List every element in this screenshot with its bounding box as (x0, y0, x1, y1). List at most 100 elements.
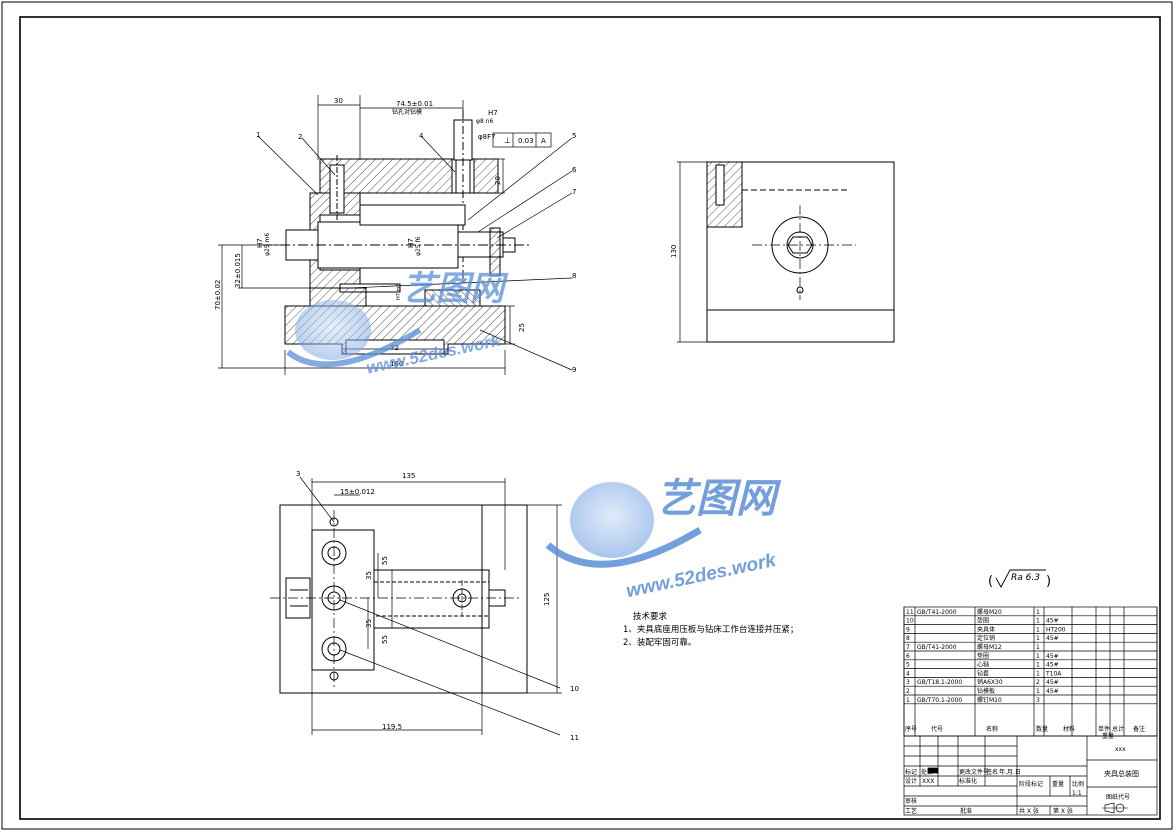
tolerance-value: 0.03 (518, 137, 534, 145)
dim-plan-spacing-2: 35 (365, 571, 373, 580)
tolerance-datum: A (541, 137, 546, 145)
bom-cell-material: HT200 (1046, 626, 1066, 633)
bom-header-0: 序号 (905, 725, 917, 733)
dim-plan-length: 135 (402, 472, 415, 480)
bom-cell-qty: 1 (1036, 653, 1040, 660)
callout-9: 9 (572, 366, 576, 374)
callout-2: 2 (298, 133, 302, 141)
bom-cell-no: 9 (906, 626, 910, 633)
tb-count: 处数 (921, 768, 933, 776)
plan-dim-labels: 135 15±0.012 55 35 35 55 125 119.5 3 10 … (296, 470, 579, 742)
dim-height-1: 32±0.015 (234, 253, 242, 288)
callout-6: 6 (572, 166, 577, 174)
roughness-value: Ra 6.3 (1011, 573, 1040, 583)
bom-cell-name: 心轴 (977, 661, 989, 669)
plan-view (270, 504, 528, 694)
bom-cell-no: 2 (906, 688, 910, 695)
tb-date: 年.月.日 (999, 768, 1021, 776)
callout-11: 11 (570, 734, 579, 742)
bom-cell-name: 钻套 (977, 669, 989, 677)
callout-4: 4 (419, 132, 424, 140)
title-block (903, 735, 1158, 816)
bom-cell-name: 螺钉M10 (977, 696, 1002, 704)
dim-plan-spacing-1: 55 (381, 556, 389, 565)
front-section-view (262, 110, 530, 355)
title-block-text: xxx 夹具总装图 图纸代号 标记 处数 更改文件号 签名 年.月.日 设计 X… (905, 746, 1139, 815)
bom-cell-no: 11 (906, 609, 914, 616)
tb-sheets-total: 共 X 张 (1019, 807, 1039, 815)
bom-cell-name: 销A6X30 (977, 678, 1003, 686)
dim-left-fit: H7 (256, 238, 264, 248)
tb-standardize: 标准化 (959, 777, 977, 785)
dim-top-span: 74.5±0.01 (396, 100, 433, 108)
tb-signature: 签名 (986, 768, 998, 776)
tb-scale-value: 1:1 (1072, 790, 1082, 797)
bom-header-7: 备注 (1133, 725, 1145, 733)
surface-roughness: ( Ra 6.3 ) (988, 569, 1051, 589)
callout-5: 5 (572, 132, 576, 140)
fit-top: H7 (488, 109, 498, 117)
bom-cell-material: 45# (1046, 688, 1059, 695)
bom-cell-name: 钻模板 (977, 687, 995, 695)
dim-left-sub: φ25 m6 (264, 233, 271, 256)
tb-process: 工艺 (905, 807, 917, 815)
dim-top-span-note: 钻孔对钻模 (392, 108, 422, 116)
bom-cell-qty: 1 (1036, 626, 1040, 633)
dim-plan-spacing-4: 55 (381, 635, 389, 644)
bom-cell-no: 10 (906, 618, 914, 625)
tech-title: 技术要求 (633, 611, 668, 622)
bom-cell-no: 4 (906, 670, 910, 677)
bom-cell-material: 45# (1046, 679, 1059, 686)
callout-7: 7 (572, 188, 576, 196)
dim-top-left: 30 (334, 97, 343, 105)
callout-3: 3 (296, 470, 300, 478)
tb-review: 审核 (905, 797, 917, 805)
fit-right: φ8F7 (478, 133, 496, 141)
watermark-brand-2: 艺图网 (656, 477, 782, 521)
tb-sheet-no: 第 X 张 (1053, 807, 1073, 815)
bom-header-1: 代号 (931, 725, 943, 733)
tb-approve: 批准 (960, 807, 972, 815)
dim-center-fit: H7 (407, 238, 415, 248)
tb-weight: 重量 (1052, 780, 1064, 788)
bom-cell-no: 3 (906, 679, 910, 686)
bom-cell-material: 45# (1046, 618, 1059, 625)
bom-cell-name: 夹具体 (977, 625, 995, 633)
watermark-brand-1: 艺图网 (402, 270, 509, 308)
callout-1: 1 (256, 131, 260, 139)
bom-cell-material: 45# (1046, 662, 1059, 669)
dim-side-height: 20 (494, 176, 502, 185)
dim-base-length: 180 (390, 360, 403, 368)
tb-mark: 标记 (905, 768, 917, 776)
tb-stage-mark: 阶段标记 (1019, 780, 1043, 788)
bom-header-4: 材料 (1063, 725, 1075, 733)
bom-cell-qty: 2 (1036, 679, 1040, 686)
bom-cell-code: GB/T18.1-2000 (917, 679, 962, 686)
dim-small-fit: H7 m6 (396, 283, 402, 300)
bom-cell-qty: 1 (1036, 609, 1040, 616)
perp-symbol: ⊥ (504, 136, 511, 145)
callout-8: 8 (572, 272, 576, 280)
dim-slot-width: 72 (390, 344, 399, 352)
callout-10: 10 (570, 685, 579, 693)
fit-top-sub: φ8 n6 (476, 118, 493, 125)
side-view (677, 161, 895, 343)
bom-cell-name: 螺母M20 (977, 608, 1002, 616)
bom-cell-code: GB/T41-2000 (917, 644, 957, 651)
svg-text:(: ( (988, 574, 993, 589)
bom-header-5: 单件 (1098, 725, 1110, 733)
plan-dimensions (299, 476, 562, 736)
bom-cell-qty: 1 (1036, 688, 1040, 695)
projection-symbol (1102, 802, 1128, 814)
bom-header-3: 数量 (1036, 725, 1048, 733)
dim-center-sub: φ25 f6 (415, 236, 422, 256)
bom-header-6: 总计 (1112, 725, 1124, 733)
bom-cell-material: 45# (1046, 653, 1059, 660)
tb-design: 设计 (905, 777, 917, 785)
tech-requirements: 技术要求 1、夹具底座用压板与钻床工作台连接并压紧； 2、装配牢固可靠。 (623, 611, 798, 648)
bom-cell-name: 垫圈 (977, 617, 989, 625)
dim-plan-spacing-3: 35 (365, 619, 373, 628)
tb-change-doc: 更改文件号 (959, 768, 989, 776)
